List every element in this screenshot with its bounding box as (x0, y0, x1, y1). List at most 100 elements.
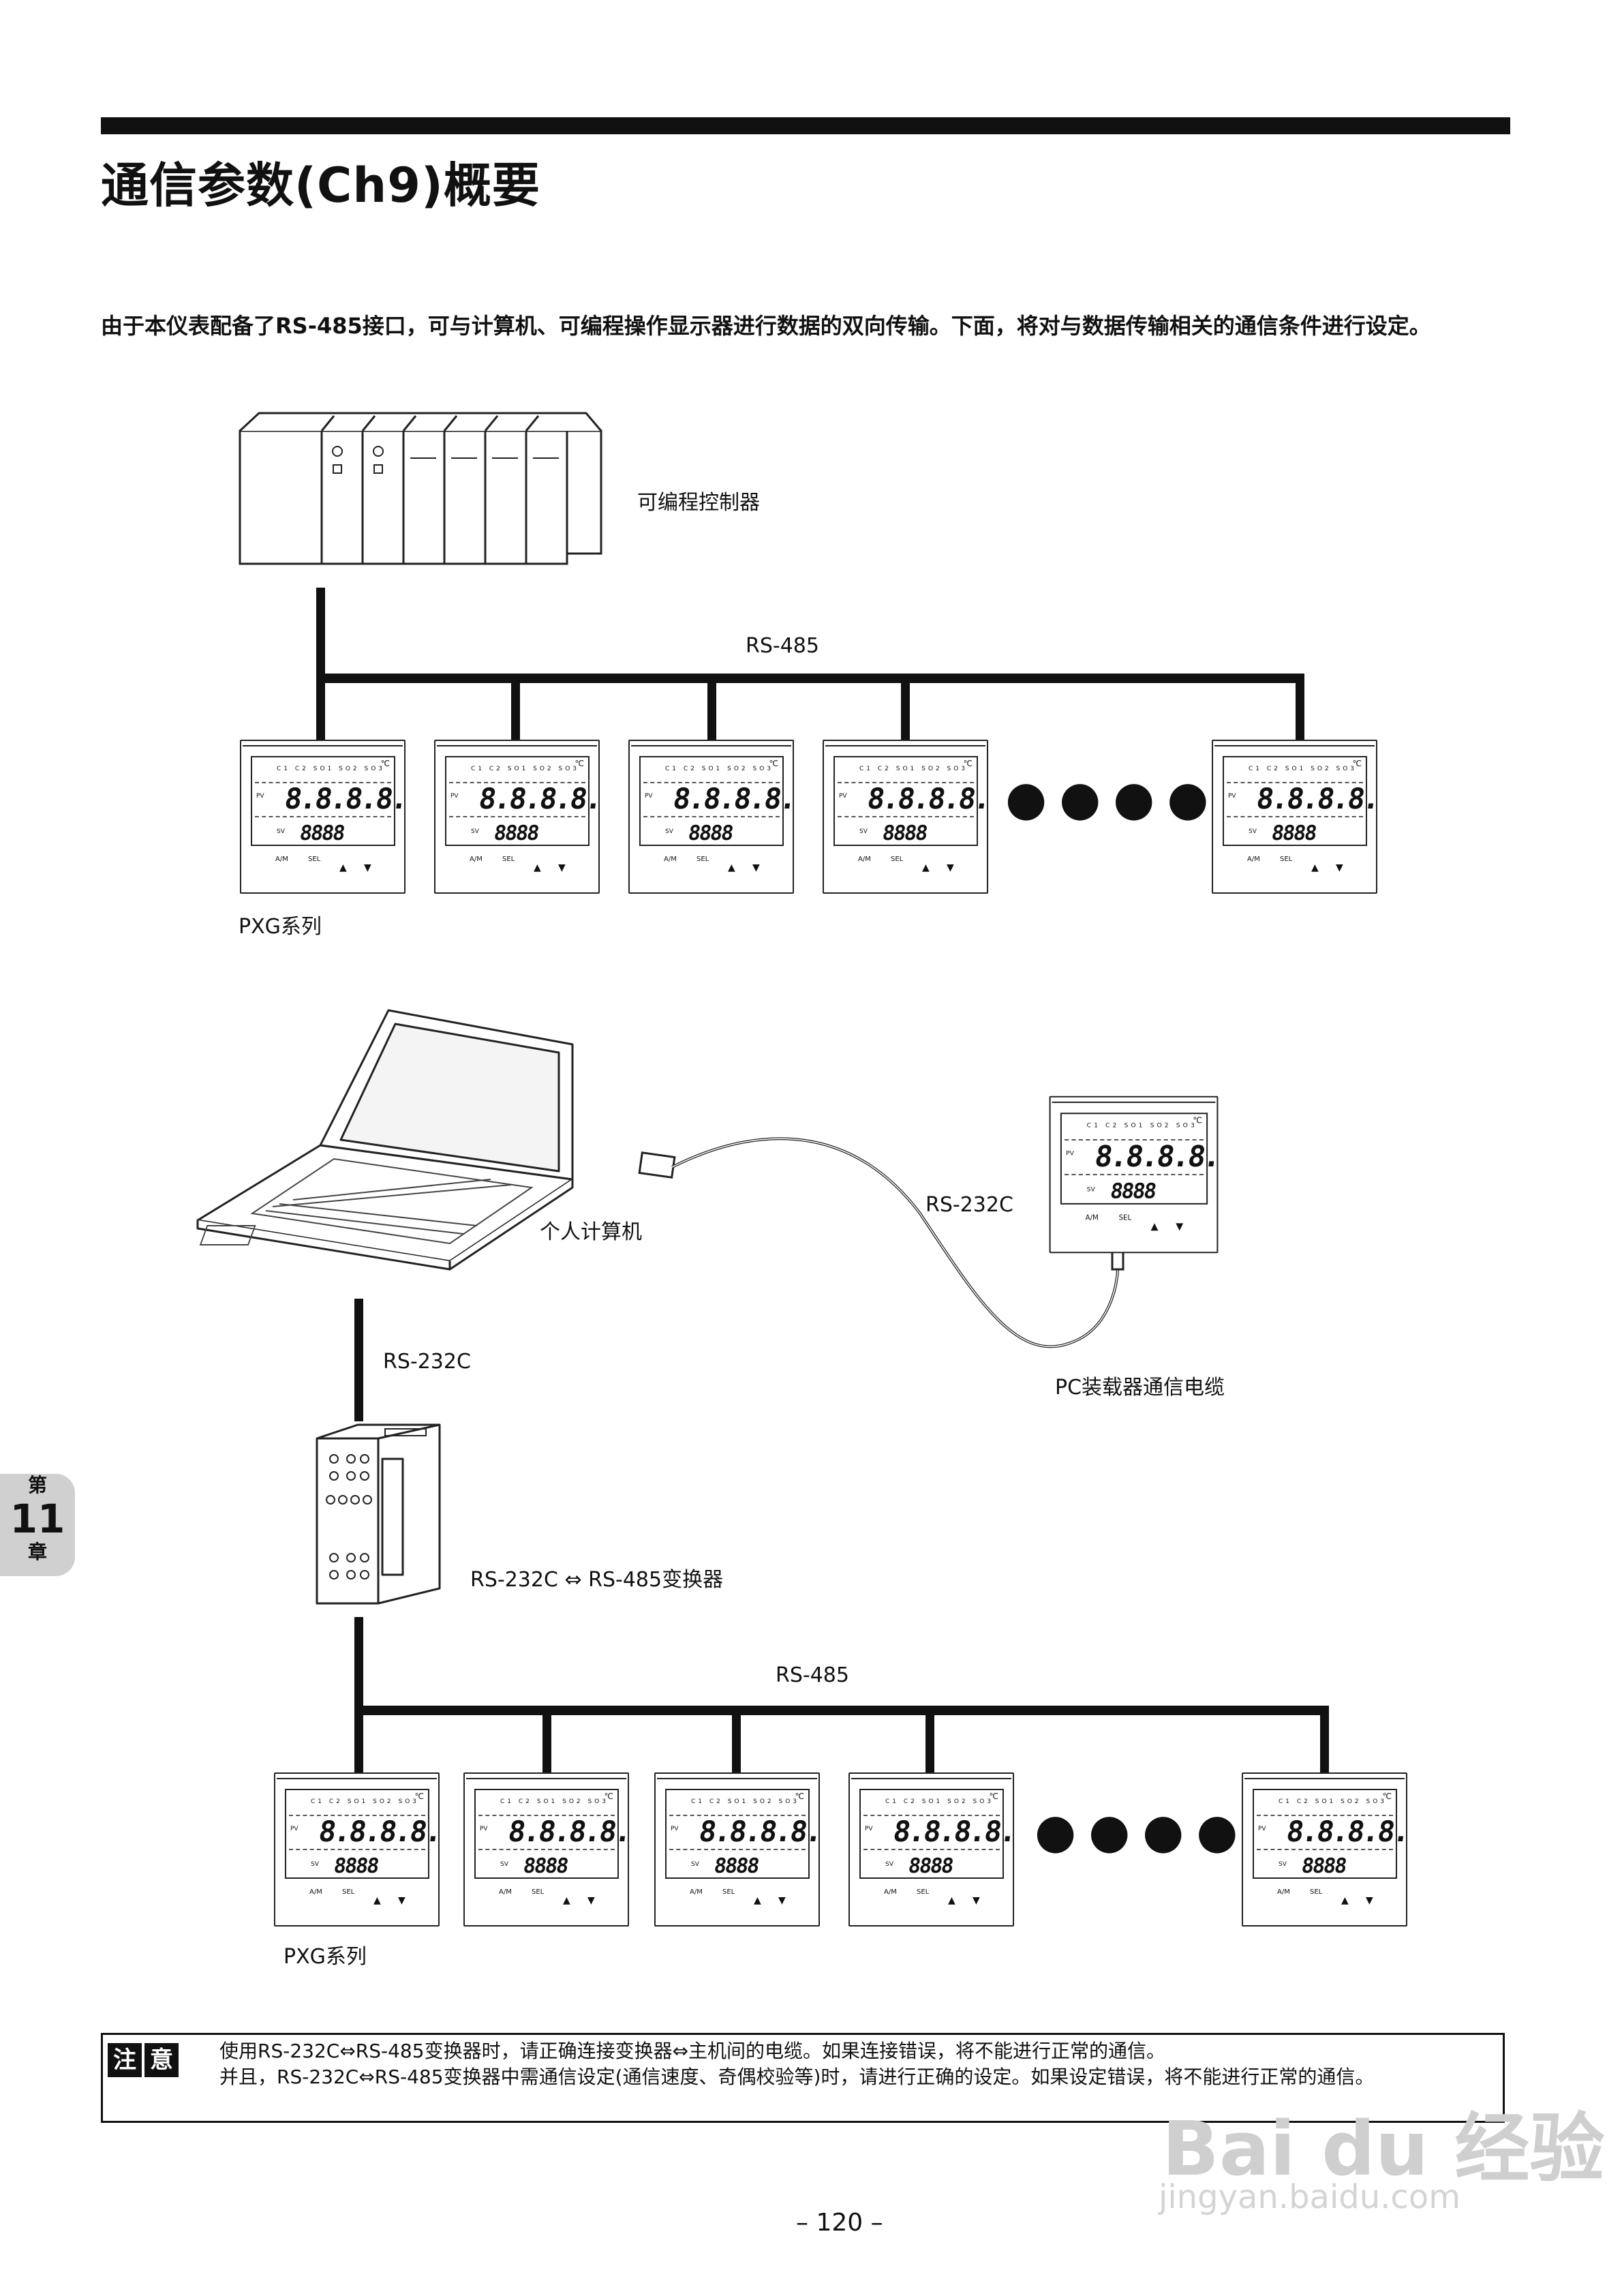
dashed-divider (1065, 1173, 1204, 1176)
meter-keys: A/M SEL ▲ ▼ (463, 856, 579, 883)
cable-label: RS-232C (925, 1193, 1013, 1217)
sv-digits: 8888 (906, 1854, 954, 1878)
dashed-divider (863, 1815, 1000, 1816)
meter-edge (277, 1778, 437, 1782)
page-title: 通信参数(Ch9)概要 (101, 157, 540, 213)
down-arrow-icon: ▼ (587, 1895, 595, 1906)
sel-key: SEL (917, 1888, 930, 1896)
meter-display: ℃ C1 C2 SO1 SO2 SO3 PV 8.8.8.8. SV 8888 (474, 1789, 632, 1879)
sv-digits: 8888 (1108, 1179, 1157, 1204)
pv-digits: 8.8.8.8. (891, 1815, 1017, 1848)
up-arrow-icon: ▲ (754, 1895, 761, 1906)
pv-label: PV (450, 793, 459, 800)
dashed-divider (255, 782, 391, 783)
drop-line (316, 674, 325, 742)
chapter-prefix: 第 (27, 1474, 47, 1496)
sv-digits: 8888 (1300, 1854, 1347, 1878)
watermark-brand: Bai du 经验 (1162, 2105, 1605, 2192)
converter-drop-line (354, 1617, 363, 1718)
caution-line: 使用RS-232C⇔RS-485变换器时，请正确连接变换器⇔主机间的电缆。如果连… (219, 2040, 1166, 2062)
plc-label: 可编程控制器 (637, 491, 760, 515)
meter-keys: A/M SEL ▲ ▼ (657, 856, 773, 883)
am-key: A/M (1247, 856, 1260, 863)
chapter-tab: 第 11 章 (0, 1474, 75, 1576)
dashed-divider (1257, 1815, 1393, 1816)
sv-label: SV (885, 1861, 893, 1868)
converter-illustration (316, 1423, 441, 1605)
sv-digits: 8888 (881, 821, 928, 845)
unit-label: ℃ (414, 1792, 424, 1801)
drop-line (925, 1706, 934, 1774)
down-arrow-icon: ▼ (1176, 1221, 1184, 1233)
meter-keys: A/M SEL ▲ ▼ (851, 856, 967, 883)
down-arrow-icon: ▼ (364, 862, 371, 873)
sv-digits: 8888 (686, 821, 734, 845)
pc-label: 个人计算机 (540, 1220, 642, 1244)
unit-label: ℃ (604, 1792, 613, 1801)
sv-label: SV (500, 1861, 508, 1868)
drop-line (1296, 674, 1304, 742)
am-key: A/M (275, 856, 288, 863)
am-key: A/M (664, 856, 677, 863)
caution-badge: 注 意 (108, 2043, 179, 2077)
standalone-controller: ℃ C1 C2 SO1 SO2 SO3 PV 8.8.8.8. SV 8888 … (1049, 1096, 1221, 1254)
sel-key: SEL (1118, 1214, 1132, 1222)
up-arrow-icon: ▲ (1311, 862, 1319, 873)
am-key: A/M (499, 1888, 512, 1896)
chapter-suffix: 章 (27, 1541, 47, 1563)
pv-label: PV (1228, 793, 1236, 800)
unit-label: ℃ (989, 1792, 998, 1801)
sv-label: SV (471, 828, 479, 835)
down-arrow-icon: ▼ (778, 1895, 786, 1906)
loader-label: PC装载器通信电缆 (1055, 1376, 1225, 1400)
up-arrow-icon: ▲ (1341, 1895, 1349, 1906)
down-arrow-icon: ▼ (947, 862, 954, 873)
meter-edge (437, 745, 597, 749)
pv-label: PV (865, 1826, 873, 1832)
rs485-label-bottom: RS-485 (776, 1663, 849, 1687)
down-arrow-icon: ▼ (398, 1895, 406, 1906)
chapter-number: 11 (10, 1496, 65, 1542)
unit-label: ℃ (575, 759, 584, 768)
pv-label: PV (1066, 1150, 1074, 1158)
pv-digits: 8.8.8.8. (316, 1815, 443, 1848)
rs232c-link-label: RS-232C (383, 1350, 471, 1374)
unit-label: ℃ (1193, 1115, 1202, 1126)
dashed-divider (449, 782, 585, 783)
sel-key: SEL (502, 856, 515, 863)
dashed-divider (478, 1815, 615, 1816)
sv-label: SV (1279, 1861, 1287, 1868)
am-key: A/M (1277, 1888, 1290, 1896)
dashed-divider (449, 816, 585, 817)
down-arrow-icon: ▼ (1366, 1895, 1373, 1906)
dashed-divider (478, 1849, 615, 1850)
meter-edge (466, 1778, 626, 1782)
caution-badge-char: 注 (108, 2043, 142, 2077)
converter-label: RS-232C ⇔ RS-485变换器 (470, 1568, 724, 1592)
meter-keys: A/M SEL ▲ ▼ (492, 1888, 608, 1916)
caution-box (101, 2033, 1505, 2123)
caution-line: 并且，RS-232C⇔RS-485变换器中需通信设定(通信速度、奇偶校验等)时，… (219, 2066, 1375, 2088)
down-arrow-icon: ▼ (973, 1895, 980, 1906)
dashed-divider (863, 1849, 1000, 1850)
sv-digits: 8888 (332, 1854, 380, 1878)
am-key: A/M (884, 1888, 897, 1896)
meter-display: ℃ C1 C2 SO1 SO2 SO3 PV 8.8.8.8. SV 8888 (251, 756, 409, 846)
watermark-url: jingyan.baidu.com (1159, 2178, 1460, 2216)
unit-label: ℃ (1382, 1792, 1392, 1801)
pv-digits: 8.8.8.8. (476, 782, 603, 815)
page-number: – 120 – (796, 2209, 883, 2237)
pv-label: PV (256, 793, 264, 800)
unit-label: ℃ (1352, 759, 1362, 768)
led-labels: C1 C2 SO1 SO2 SO3 (277, 766, 386, 772)
dashed-divider (289, 1815, 425, 1816)
pv-label: PV (480, 1826, 488, 1832)
meter-edge (825, 745, 985, 749)
sel-key: SEL (1310, 1888, 1323, 1896)
meter-display: ℃ C1 C2 SO1 SO2 SO3 PV 8.8.8.8. SV 8888 (1223, 756, 1381, 846)
meter-edge (1052, 1101, 1216, 1106)
sel-key: SEL (697, 856, 709, 863)
drop-line (354, 1706, 363, 1774)
sv-label: SV (1086, 1186, 1095, 1194)
sel-key: SEL (308, 856, 321, 863)
